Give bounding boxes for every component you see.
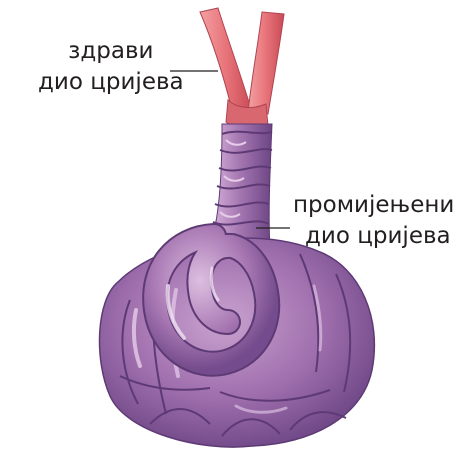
label-changed-line2: дио цријева (293, 221, 454, 252)
label-healthy-line2: дио цријева (38, 67, 184, 98)
label-changed-line1: промијењени (293, 190, 454, 221)
label-healthy-line1: здрави (38, 36, 184, 67)
healthy-intestine (200, 8, 284, 129)
intestine-mass (100, 238, 375, 447)
label-changed-intestine: промијењени дио цријева (293, 190, 454, 252)
label-healthy-intestine: здрави дио цријева (38, 36, 184, 98)
